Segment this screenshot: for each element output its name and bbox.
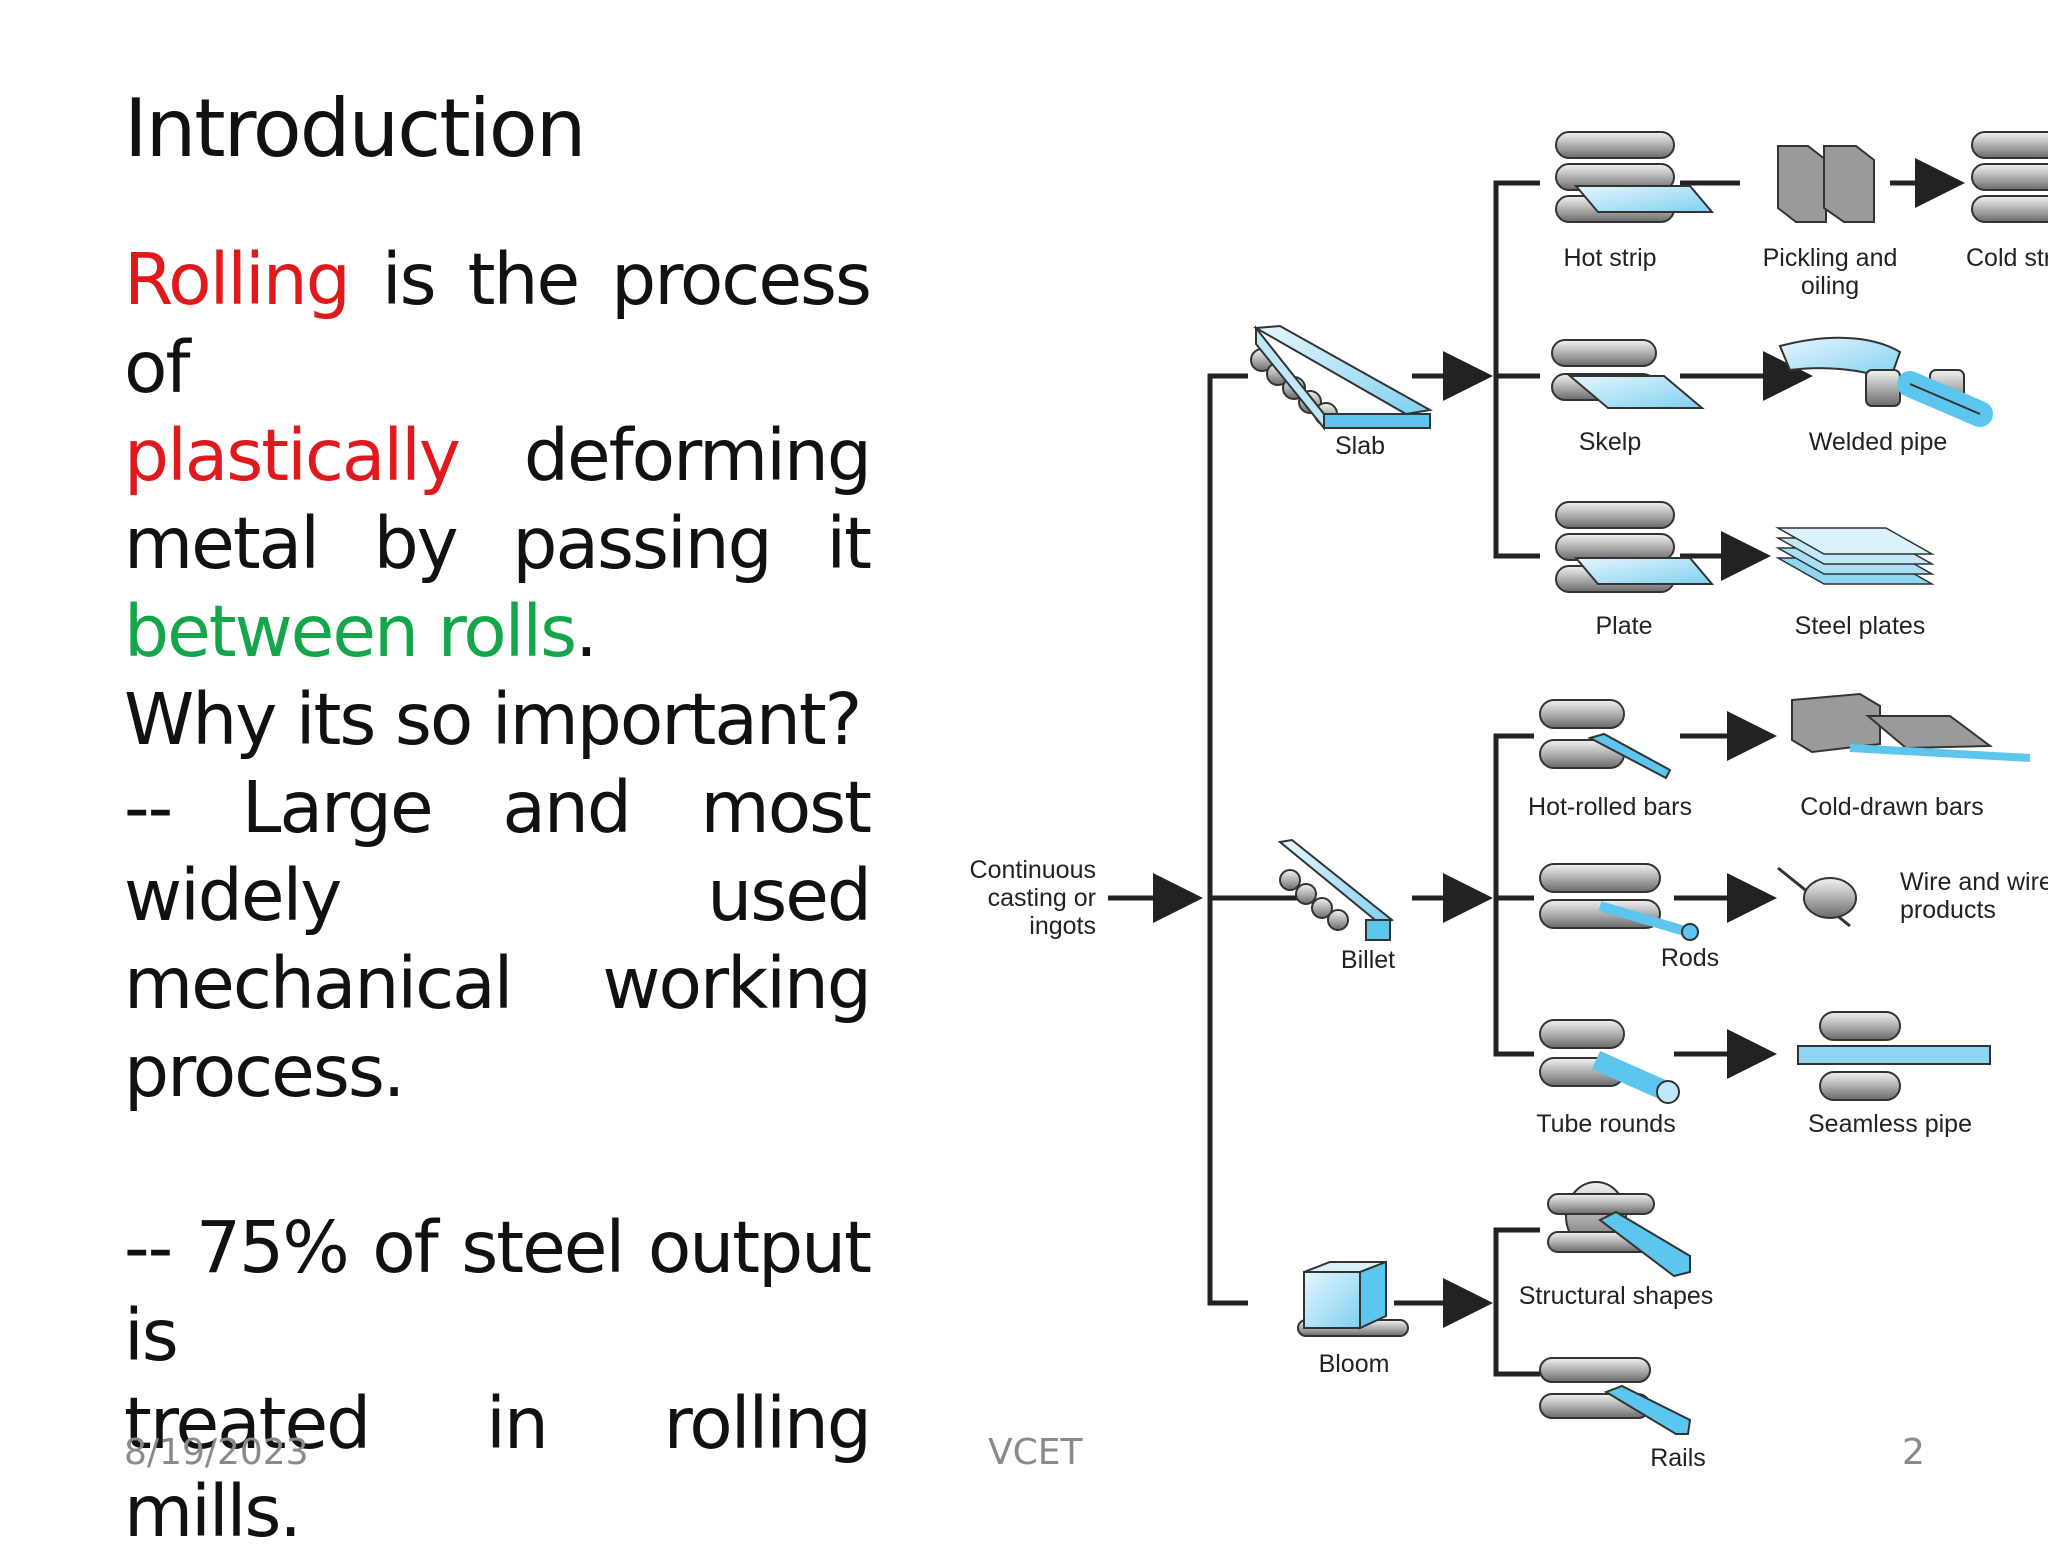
wire-illustration xyxy=(1777,866,1857,928)
point2-line1: -- 75% of steel output is xyxy=(124,1206,872,1377)
billet-branch xyxy=(1493,733,1534,1057)
label-structural-shapes: Structural shapes xyxy=(1519,1282,1714,1310)
rolling-flow-diagram: Continuous casting or ingots Slab Billet… xyxy=(970,131,2048,1472)
rods-illustration xyxy=(1539,863,1699,941)
point1-line2: widely used xyxy=(124,854,872,937)
label-bloom: Bloom xyxy=(1319,1350,1390,1378)
label-slab: Slab xyxy=(1335,432,1385,460)
source-label-3: ingots xyxy=(1029,912,1096,940)
term-plastically: plastically xyxy=(124,414,461,497)
trunk-line xyxy=(1207,373,1248,1306)
statistic-section: -- 75% of steel output is treated in rol… xyxy=(124,1204,872,1556)
skelp-illustration xyxy=(1551,339,1705,409)
label-pickling-2: oiling xyxy=(1801,272,1859,300)
tube-rounds-illustration xyxy=(1539,1019,1680,1104)
source-label-2: casting or xyxy=(988,884,1096,912)
welded-pipe-illustration xyxy=(1778,336,1993,427)
question-heading: Why its so important? xyxy=(124,678,862,761)
cold-strip-illustration xyxy=(1971,131,2048,223)
label-rails: Rails xyxy=(1650,1444,1706,1472)
hot-strip-illustration xyxy=(1555,131,1715,223)
label-cold-drawn-bars: Cold-drawn bars xyxy=(1800,793,1983,821)
rails-illustration xyxy=(1539,1357,1692,1435)
point1-line3: mechanical working xyxy=(124,942,872,1025)
label-hot-rolled-bars: Hot-rolled bars xyxy=(1528,793,1692,821)
label-plate: Plate xyxy=(1596,612,1653,640)
pickling-illustration xyxy=(1777,145,1875,223)
label-billet: Billet xyxy=(1341,946,1395,974)
label-wire-2: products xyxy=(1900,896,1996,924)
point1-line1: -- Large and most xyxy=(124,766,872,849)
importance-section: Why its so important? -- Large and most … xyxy=(124,676,872,1116)
label-wire-1: Wire and wire xyxy=(1900,868,2048,896)
definition-line-3: metal by passing it xyxy=(124,502,872,585)
definition-text-1: is the process of xyxy=(124,238,872,409)
label-tube-rounds: Tube rounds xyxy=(1536,1110,1675,1138)
flow-connectors xyxy=(1108,158,1965,1377)
bloom-illustration xyxy=(1297,1260,1409,1337)
footer-date: 8/19/2023 xyxy=(124,1432,309,1473)
label-cold-strip: Cold str xyxy=(1966,244,2048,272)
seamless-pipe-illustration xyxy=(1797,1011,1991,1101)
structural-shapes-illustration xyxy=(1547,1181,1691,1278)
label-seamless-pipe: Seamless pipe xyxy=(1808,1110,1972,1138)
definition-period: . xyxy=(575,590,598,673)
steel-plates-illustration xyxy=(1775,527,1935,585)
billet-illustration xyxy=(1277,838,1395,941)
slide-title: Introduction xyxy=(124,82,586,175)
term-between-rolls: between rolls xyxy=(124,590,577,673)
label-welded-pipe: Welded pipe xyxy=(1809,428,1948,456)
footer-org: VCET xyxy=(988,1432,1083,1473)
plate-illustration xyxy=(1555,501,1715,593)
definition-line-4: between rolls. xyxy=(124,588,870,676)
bloom-branch xyxy=(1493,1227,1540,1377)
label-pickling-1: Pickling and xyxy=(1763,244,1898,272)
label-hot-strip: Hot strip xyxy=(1563,244,1656,272)
definition-paragraph: Rolling is the process of plastically de… xyxy=(124,236,872,676)
slab-illustration xyxy=(1250,324,1433,431)
label-rods: Rods xyxy=(1661,944,1719,972)
cold-drawn-bars-illustration xyxy=(1791,692,2031,762)
slab-branch xyxy=(1493,180,1540,559)
definition-line-2: plastically deforming xyxy=(124,412,872,500)
label-skelp: Skelp xyxy=(1579,428,1642,456)
hot-rolled-bars-illustration xyxy=(1539,699,1672,780)
definition-text-2: deforming xyxy=(523,414,872,497)
definition-line-1: Rolling is the process of xyxy=(124,236,872,412)
label-steel-plates: Steel plates xyxy=(1795,612,1926,640)
footer-page-number: 2 xyxy=(1902,1432,1925,1473)
term-rolling: Rolling xyxy=(124,238,351,321)
source-label-1: Continuous xyxy=(970,856,1096,884)
point1-line4: process. xyxy=(124,1030,405,1113)
